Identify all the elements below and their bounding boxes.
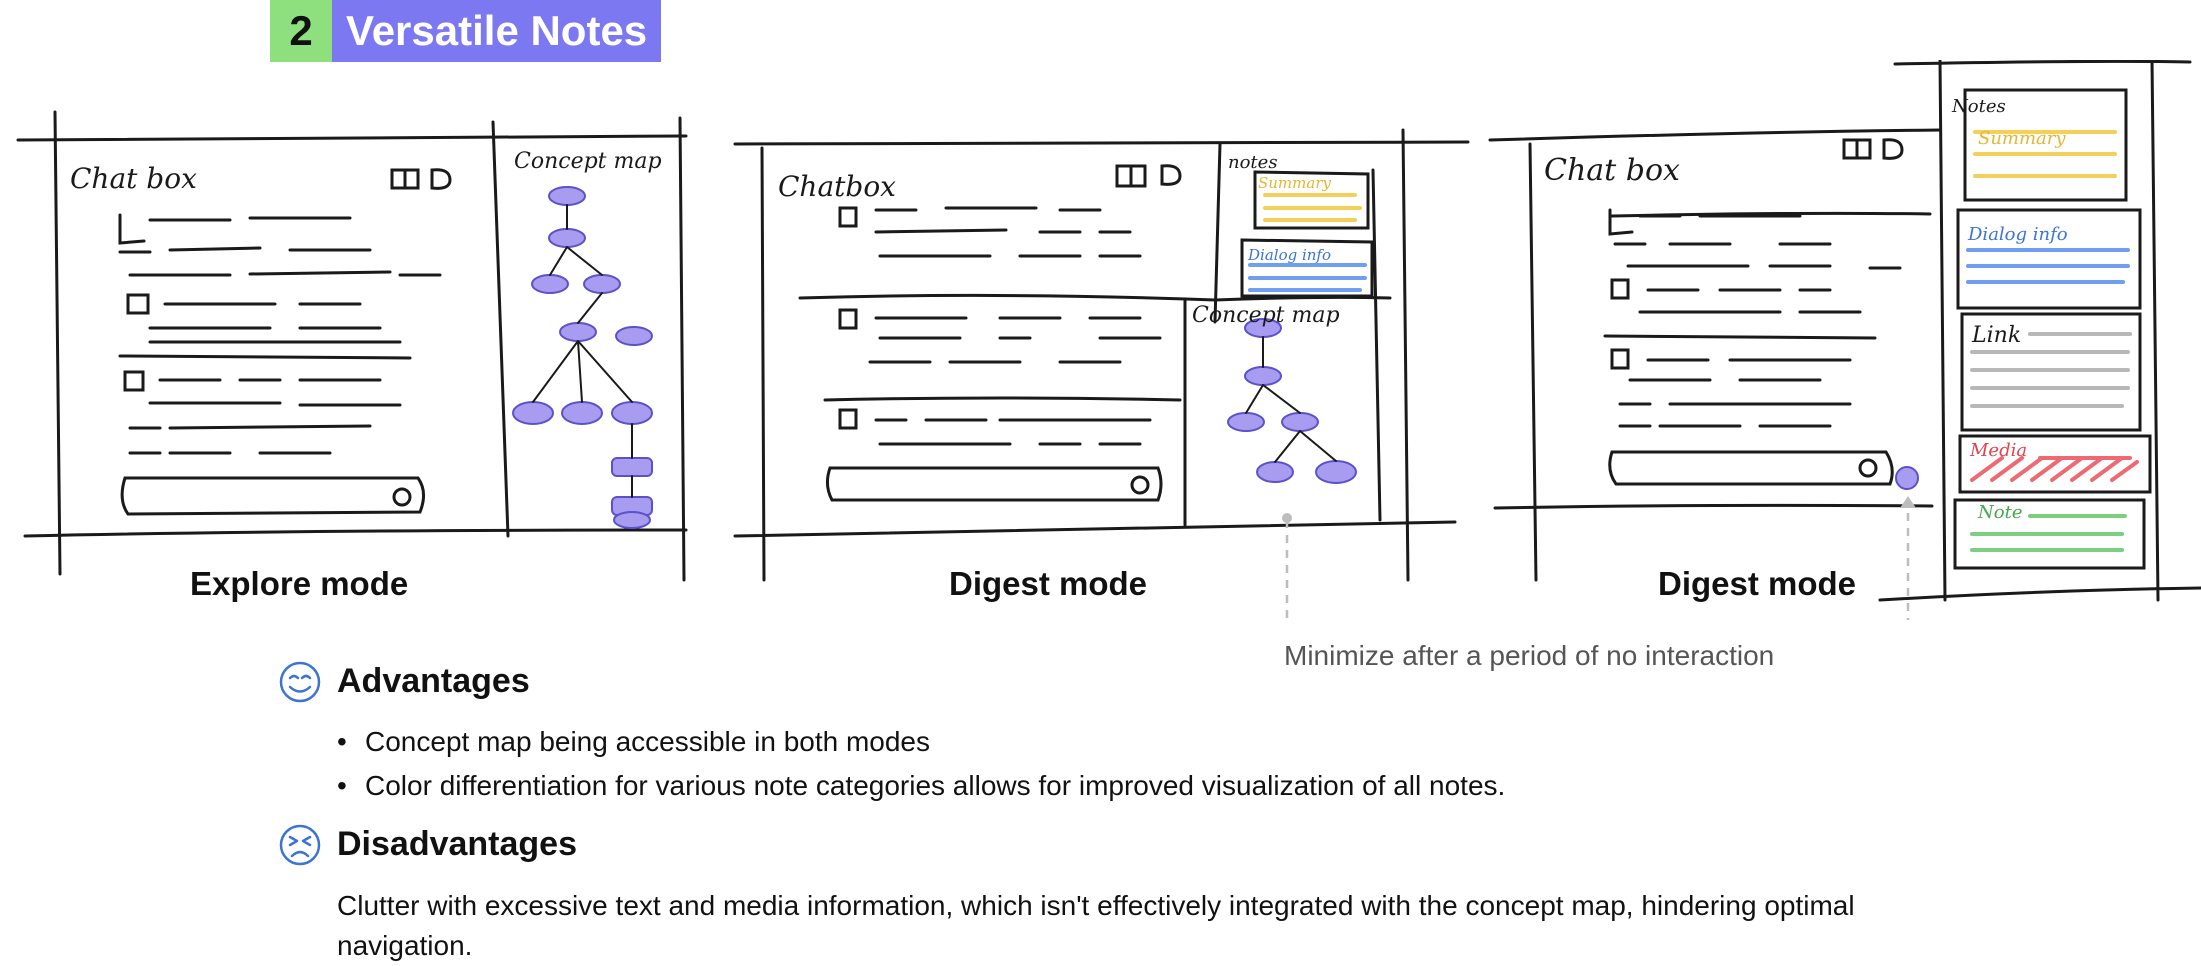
sketch-explore — [16, 110, 688, 582]
explore-chatbox-label: Chat box — [70, 162, 197, 195]
min-notes-label: Notes — [1951, 96, 2006, 117]
minimize-note: Minimize after a period of no interactio… — [1284, 640, 1775, 671]
explore-concept-label: Concept map — [514, 149, 662, 174]
min-dialog-label: Dialog info — [1967, 224, 2068, 245]
smile-icon — [279, 661, 321, 703]
digest-concept-label: Concept map — [1192, 303, 1340, 328]
digest-summary-label: Summary — [1258, 174, 1331, 192]
mode-label-digest: Digest mode — [949, 565, 1148, 602]
min-link-label: Link — [1971, 323, 2021, 348]
media-lines-min — [1970, 456, 2139, 482]
min-summary-label: Summary — [1978, 128, 2066, 149]
dialog-lines-min — [1966, 248, 2130, 284]
advantage-item: •Concept map being accessible in both mo… — [337, 726, 931, 757]
disadvantages-heading: Disadvantages — [337, 825, 577, 863]
advantages-heading: Advantages — [337, 662, 530, 700]
digest-notes-label: notes — [1228, 152, 1278, 173]
min-note-label: Note — [1977, 502, 2022, 523]
disadvantages-text: Clutter with excessive text and media in… — [337, 890, 1855, 961]
minimize-connector — [1285, 502, 1910, 620]
note-lines-min — [1970, 514, 2127, 552]
frown-icon — [279, 824, 321, 866]
summary-lines-min — [1973, 130, 2117, 178]
digest-chatbox-label: Chatbox — [778, 170, 896, 203]
mode-label-explore: Explore mode — [190, 565, 409, 602]
min-chatbox-label: Chat box — [1544, 153, 1680, 188]
dialog-lines-digest — [1248, 263, 1367, 292]
section-title: Versatile Notes — [332, 0, 662, 62]
sketch-digest — [733, 128, 1470, 582]
digest-dialog-label: Dialog info — [1247, 246, 1331, 264]
sketch-digest-min — [1488, 60, 2201, 602]
advantages-list: •Concept map being accessible in both mo… — [337, 720, 1505, 808]
section-number: 2 — [270, 0, 332, 62]
mode-label-digest-min: Digest mode — [1658, 565, 1857, 602]
summary-lines-digest — [1263, 193, 1362, 222]
link-lines-min — [1970, 332, 2132, 408]
min-media-label: Media — [1969, 440, 2027, 461]
advantage-item: •Color differentiation for various note … — [337, 770, 1506, 801]
sketch-canvas: Chat box Concept map Chatbox notes Conce… — [16, 60, 2201, 620]
